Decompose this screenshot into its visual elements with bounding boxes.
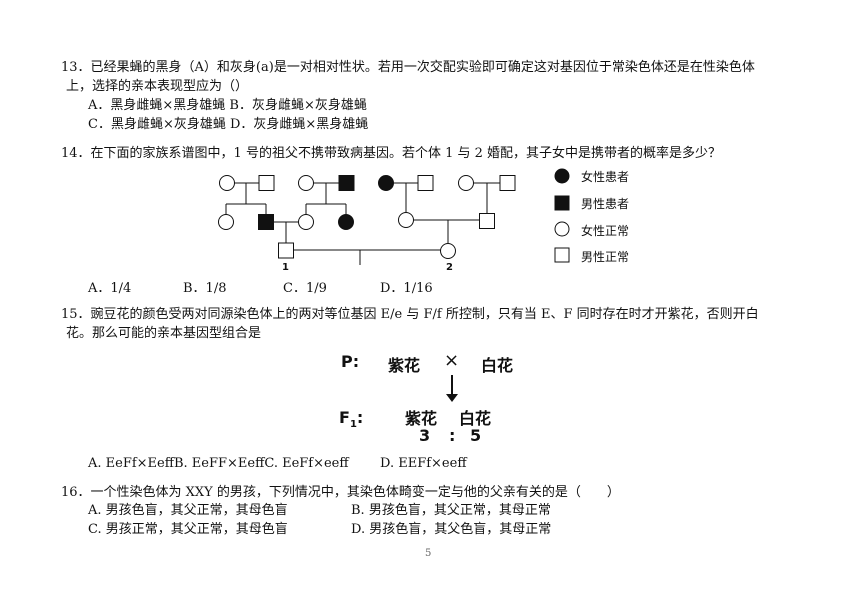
q15-options-abc: A. EeFf×EeffB. EeFF×EeffC. EeFf×eeff: [88, 456, 349, 471]
q16-option-c: C. 男孩正常，其父正常，其母色盲: [88, 522, 288, 537]
cross-ratio-right: 5: [470, 426, 482, 445]
cross-f1-label: F1:: [339, 408, 363, 430]
cross-p-left-phenotype: 紫花: [388, 356, 421, 375]
q14-stem: 14．在下面的家族系谱图中，1 号的祖父不携带致病基因。若个体 1 与 2 婚配…: [61, 146, 722, 161]
pedigree-ii3-female-normal: [298, 214, 314, 230]
pedigree-i1-female-normal: [219, 175, 235, 191]
cross-p-right-phenotype: 白花: [481, 356, 514, 375]
q16-option-d: D. 男孩色盲，其父色盲，其母正常: [351, 522, 552, 537]
pedigree-individual-2-female-normal: [440, 243, 456, 259]
q14-option-d: D．1/16: [380, 281, 433, 296]
pedigree-i3-female-normal: [298, 175, 314, 191]
q13-options-line1: A．黑身雌蝇×黑身雄蝇 B．灰身雌蝇×灰身雄蝇: [88, 98, 367, 113]
legend-label-female-affected: 女性患者: [581, 170, 630, 184]
cross-f1-letter: F: [339, 408, 350, 427]
pedigree-individual-1-male-normal: [278, 242, 294, 259]
q13-stem-line1: 13．已经果蝇的黑身（A）和灰身(a)是一对相对性状。若用一次交配实验即可确定这…: [61, 60, 755, 75]
cross-times-sign: ×: [444, 350, 460, 371]
cross-f1-right-phenotype: 白花: [459, 409, 492, 428]
q14-option-b: B．1/8: [183, 281, 227, 296]
q16-stem: 16．一个性染色体为 XXY 的男孩，下列情况中，其染色体畸变一定与他的父亲有关…: [61, 485, 620, 500]
q15-stem-line2: 花。那么可能的亲本基因型组合是: [66, 326, 262, 341]
q14-option-a: A．1/4: [88, 281, 132, 296]
pedigree-ii6-male-normal: [479, 213, 495, 229]
pedigree-ii2-male-affected: [258, 214, 274, 230]
cross-ratio-left: 3: [419, 426, 431, 445]
q14-option-c: C．1/9: [283, 281, 327, 296]
q13-options-line2: C．黑身雌蝇×灰身雄蝇 D．灰身雌蝇×黑身雄蝇: [88, 117, 369, 132]
legend-label-male-normal: 男性正常: [581, 250, 630, 264]
pedigree-i8-male-normal: [499, 175, 516, 191]
q15-option-d: D. EEFf×eeff: [380, 456, 467, 471]
pedigree-ii1-female-normal: [218, 214, 234, 230]
q13-stem-line2: 上，选择的亲本表现型应为（）: [66, 79, 249, 94]
legend-male-affected-symbol: [554, 195, 570, 211]
page-number: 5: [425, 548, 432, 559]
pedigree-i7-female-normal: [458, 175, 474, 191]
pedigree-i5-female-affected: [378, 175, 394, 191]
pedigree-ii4-female-affected: [338, 214, 354, 230]
pedigree-i4-male-affected: [338, 175, 355, 191]
cross-ratio-colon: :: [449, 426, 456, 445]
q16-option-a: A. 男孩色盲，其父正常，其母色盲: [88, 503, 288, 518]
legend-female-normal-symbol: [554, 221, 570, 237]
cross-f1-colon: :: [356, 408, 364, 427]
pedigree-ii5-female-normal: [398, 212, 414, 228]
pedigree-label-2: 2: [446, 262, 453, 273]
cross-f1-left-phenotype: 紫花: [405, 409, 438, 428]
q16-option-b: B. 男孩色盲，其父正常，其母正常: [351, 503, 551, 518]
pedigree-label-1: 1: [282, 262, 289, 273]
q15-stem-line1: 15．豌豆花的颜色受两对同源染色体上的两对等位基因 E/e 与 F/f 所控制，…: [61, 307, 759, 322]
cross-f1-subscript: 1: [349, 419, 357, 431]
pedigree-i6-male-normal: [417, 175, 434, 191]
cross-p-label: P:: [341, 352, 360, 371]
legend-label-male-affected: 男性患者: [581, 197, 630, 211]
cross-arrow-head: [446, 394, 458, 402]
pedigree-i2-male-normal: [258, 175, 275, 191]
legend-label-female-normal: 女性正常: [581, 224, 630, 238]
legend-female-affected-symbol: [554, 168, 570, 184]
legend-male-normal-symbol: [554, 247, 570, 263]
